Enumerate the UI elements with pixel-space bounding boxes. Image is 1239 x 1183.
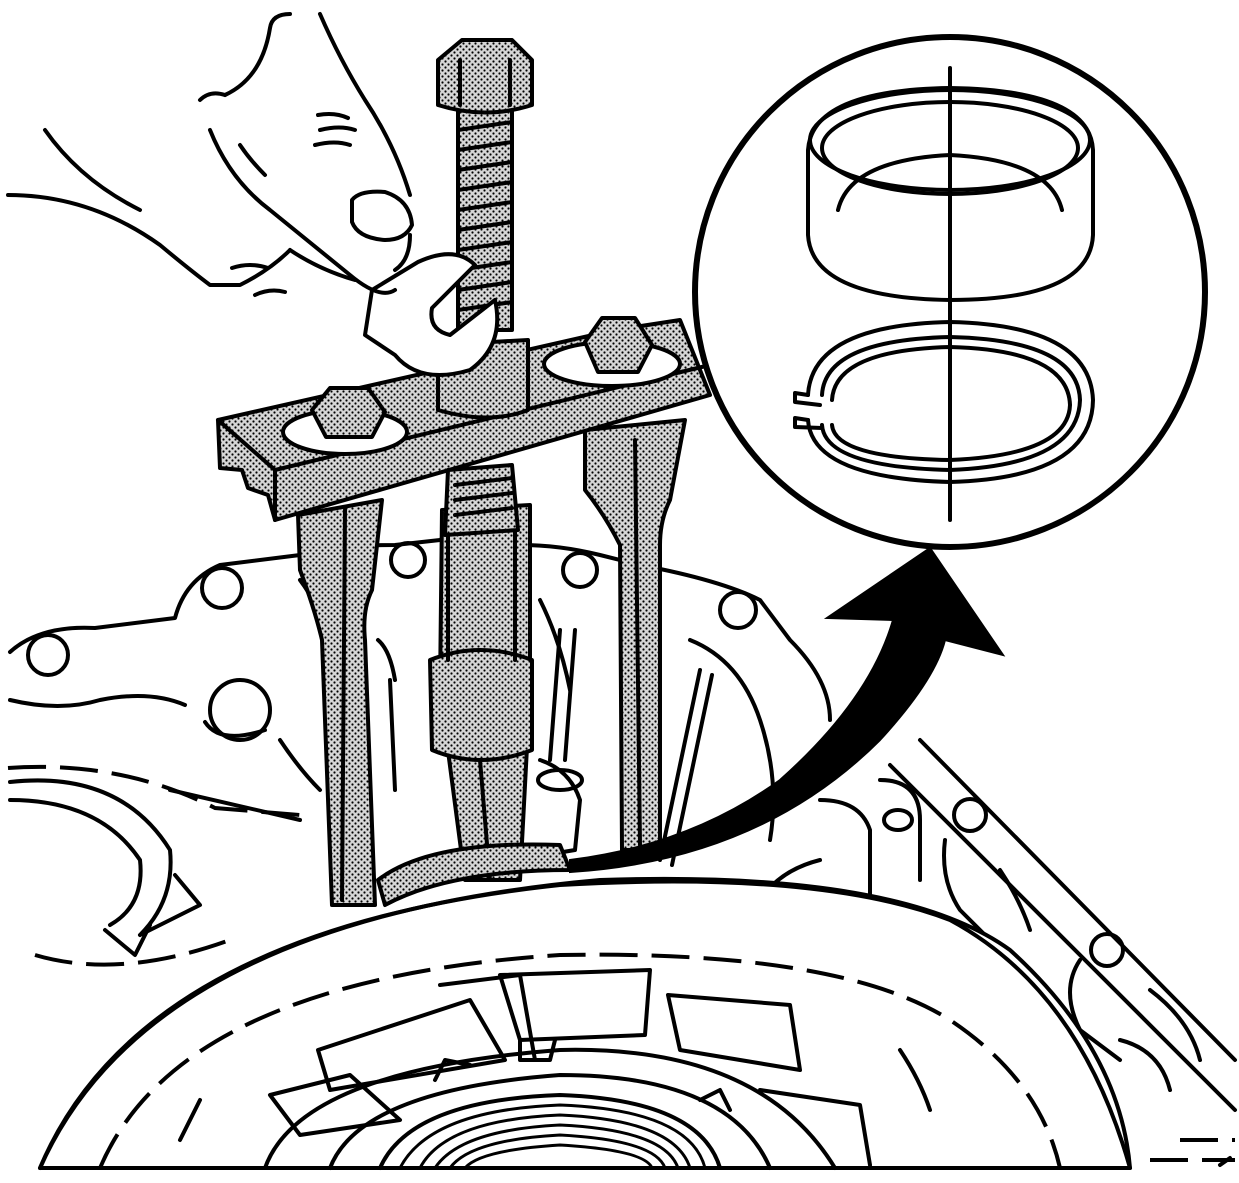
hand-with-wrench [6, 12, 500, 377]
puller-left-bolt [310, 386, 387, 439]
callout-arrow [569, 546, 1006, 874]
detail-callout [692, 34, 1208, 550]
snap-ring [793, 320, 1095, 484]
wrench [363, 252, 500, 377]
forcing-screw-head [436, 38, 534, 115]
puller-left-leg [296, 498, 384, 907]
puller-tool [216, 38, 712, 907]
gear-housing [38, 876, 1132, 1170]
puller-right-bolt [583, 316, 654, 374]
